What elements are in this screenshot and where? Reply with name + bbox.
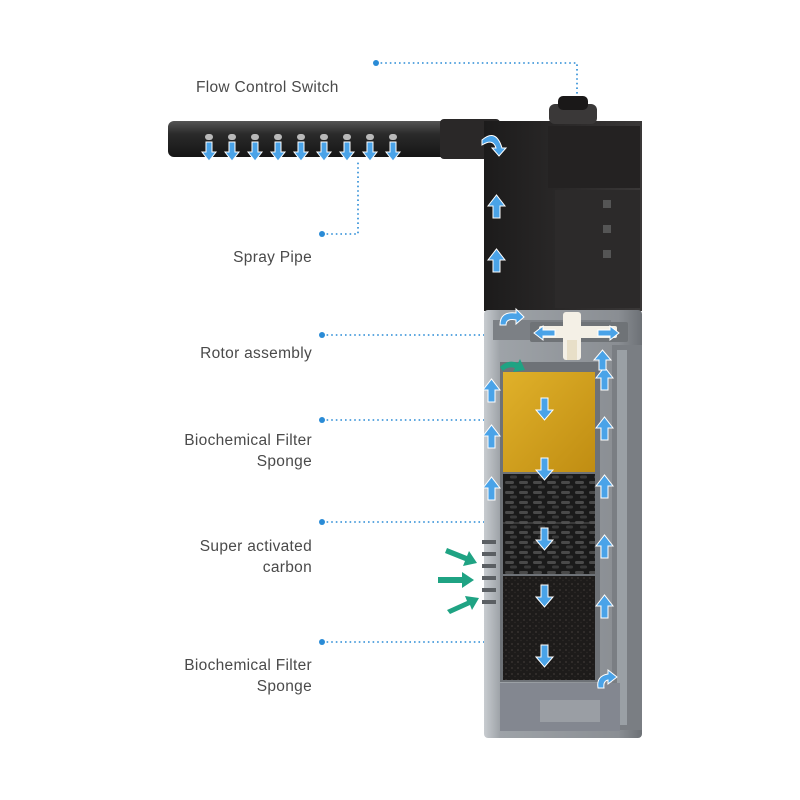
leader-flow-control-switch <box>376 62 578 110</box>
label-super-activated-carbon: Super activated carbon <box>200 536 312 578</box>
label-biochemical-sponge-top-line2: Sponge <box>256 453 312 470</box>
flow-arrows <box>200 135 620 689</box>
label-biochemical-sponge-bottom-line1: Biochemical Filter <box>184 657 312 674</box>
intake-arrows <box>438 359 525 614</box>
label-flow-control-switch: Flow Control Switch <box>196 79 339 96</box>
biochemical-sponge-bottom <box>503 576 595 680</box>
label-biochemical-sponge-bottom-line2: Sponge <box>256 678 312 695</box>
label-biochemical-sponge-top: Biochemical Filter Sponge <box>184 430 312 472</box>
activated-carbon <box>503 474 595 574</box>
label-biochemical-sponge-top-line1: Biochemical Filter <box>184 432 312 449</box>
spray-arrows <box>200 141 402 162</box>
filter-media <box>503 372 595 680</box>
biochemical-sponge-top <box>503 372 595 472</box>
label-rotor-assembly: Rotor assembly <box>200 345 312 362</box>
spray-pipe <box>168 119 500 159</box>
leader-dots <box>319 60 379 645</box>
label-super-activated-carbon-line2: carbon <box>262 559 312 576</box>
rotor <box>530 312 628 360</box>
leader-lines <box>322 62 578 643</box>
intake-slots <box>482 540 496 604</box>
label-super-activated-carbon-line1: Super activated <box>199 538 312 555</box>
label-spray-pipe: Spray Pipe <box>233 249 312 266</box>
pump-head <box>484 96 642 311</box>
leader-spray-pipe <box>322 160 359 235</box>
label-biochemical-sponge-bottom: Biochemical Filter Sponge <box>184 655 312 697</box>
spray-pipe-holes <box>205 134 397 140</box>
